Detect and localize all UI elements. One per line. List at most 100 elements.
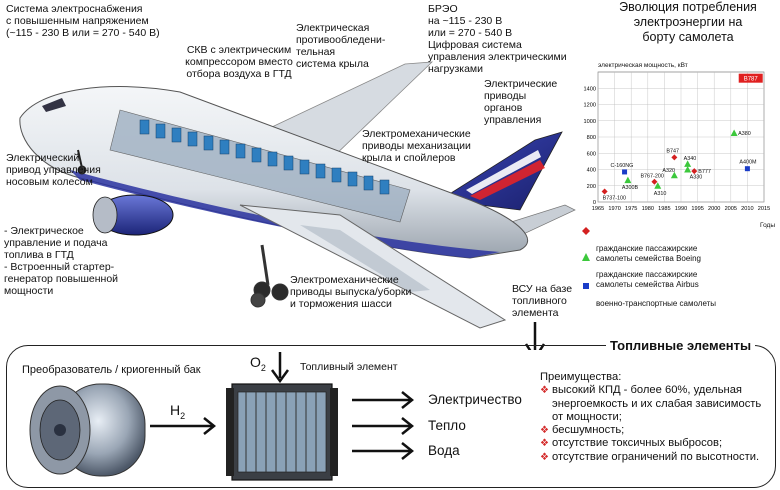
bullet-icon: ❖: [540, 385, 549, 397]
output-arrows: [352, 391, 415, 460]
converter-label: Преобразователь / криогенный бак: [22, 364, 201, 376]
h2-arrow-head: [203, 417, 217, 435]
cryo-tank-icon: [29, 383, 146, 477]
data-point-label: A340: [684, 156, 697, 162]
data-point-label: B777: [698, 169, 711, 175]
nose-gear: [77, 149, 87, 175]
label-fuel-control: - Электрическое управление и подача топл…: [4, 225, 119, 297]
x-tick-label: 1980: [642, 206, 654, 212]
x-tick-label: 1965: [592, 206, 604, 212]
main-landing-gear: [250, 244, 289, 308]
cockpit-window: [42, 98, 66, 112]
annotation-label: B787: [744, 77, 759, 83]
data-point-airbus: [624, 176, 632, 184]
bullet-icon: ❖: [540, 451, 549, 463]
data-point-airbus: [684, 166, 692, 173]
x-tick-label: 1990: [675, 206, 687, 212]
data-point-label: A380: [738, 131, 751, 137]
annotation-box: [738, 73, 763, 83]
data-point-boeing: [651, 178, 658, 185]
wing-flaps: [300, 225, 430, 292]
advantage-item: ❖отсутствие токсичных выбросов;: [540, 437, 772, 450]
chart-y-label: электрическая мощность, кВт: [598, 62, 688, 69]
data-point-airbus: [670, 171, 678, 179]
fuel-element-label: Топливный элемент: [300, 361, 398, 373]
legend-boeing: гражданские пассажирские самолеты семейс…: [582, 225, 701, 263]
data-point-label: B767-200: [640, 174, 663, 180]
chart-grid: [597, 71, 765, 203]
label-nose-wheel: Электрический привод управления носовым …: [6, 152, 101, 188]
advantage-text: отсутствие токсичных выбросов;: [552, 437, 723, 450]
advantage-text: бесшумность;: [552, 424, 625, 437]
data-point-label: A300B: [622, 185, 639, 191]
advantage-item: ❖высокий КПД - более 60%, удельная энерг…: [540, 384, 772, 424]
advantage-text: высокий КПД - более 60%, удельная энерго…: [552, 384, 762, 423]
data-point-military: [622, 169, 628, 175]
data-point-label: A400M: [739, 160, 757, 166]
o2-text: O: [250, 354, 261, 370]
x-tick-label: 1995: [691, 206, 703, 212]
data-point-label: C-160NG: [611, 163, 634, 169]
legend-boeing-label: гражданские пассажирские самолеты семейс…: [596, 244, 701, 263]
x-tick-label: 1970: [608, 206, 620, 212]
label-wing-anti-ice: Электрическая противообледени- тельная с…: [296, 22, 386, 70]
y-tick-label: 200: [587, 184, 596, 190]
label-gear-drives: Электромеханические приводы выпуска/убор…: [290, 274, 412, 310]
label-control-surfaces: Электрические приводы органов управления: [484, 78, 558, 126]
y-tick-label: 1000: [584, 119, 596, 125]
legend-military-label: военно-транспортные самолеты: [596, 299, 717, 308]
x-tick-label: 2005: [725, 206, 737, 212]
chart-title: Эволюция потребления электроэнергии на б…: [619, 0, 757, 44]
label-avionics: БРЭО на ~115 - 230 В или = 270 - 540 В Ц…: [428, 3, 567, 75]
advantages-title: Преимущества:: [540, 371, 622, 383]
o2-label: O2: [250, 354, 266, 373]
x-tick-label: 2015: [758, 206, 770, 212]
data-point-military: [744, 166, 750, 172]
y-tick-label: 800: [587, 135, 596, 141]
fuel-cell-panel: [6, 345, 776, 488]
cabin-seats: [139, 119, 390, 195]
cabin-cutaway: [109, 109, 411, 223]
data-point-label: A320: [662, 168, 675, 174]
fuselage-stripe: [70, 170, 500, 258]
data-point-airbus: [730, 129, 738, 136]
legend-airbus-label: гражданские пассажирские самолеты семейс…: [596, 270, 699, 289]
data-point-airbus: [654, 182, 662, 189]
engine-intake: [92, 196, 118, 234]
x-tick-label: 1985: [658, 206, 670, 212]
y-tick-label: 1400: [584, 86, 596, 92]
data-point-label: B737-100: [603, 195, 626, 201]
advantage-text: отсутствие ограничений по высотности.: [552, 450, 760, 463]
aircraft-illustration: [19, 61, 576, 350]
label-power-system: Система электроснабжения с повышенным на…: [6, 3, 160, 39]
bullet-icon: ❖: [540, 425, 549, 437]
y-tick-label: 400: [587, 168, 596, 174]
o2-arrow-head: [270, 369, 290, 384]
data-point-label: A310: [654, 191, 667, 197]
h2-label: H2: [170, 402, 185, 421]
data-point-boeing: [691, 168, 698, 175]
data-point-airbus: [684, 160, 692, 167]
output-water: Вода: [428, 443, 460, 458]
tail-stripe-red: [470, 160, 545, 200]
y-tick-label: 1200: [584, 103, 596, 109]
label-wing-mechanization: Электромеханические приводы механизации …: [362, 128, 471, 164]
y-tick-label: 600: [587, 151, 596, 157]
label-ecs: СКВ с электрическим компрессором вместо …: [185, 44, 293, 80]
advantage-item: ❖бесшумность;: [540, 424, 772, 437]
legend-diamond-icon: [582, 227, 590, 235]
fuel-cell-title: Топливные элементы: [606, 338, 756, 353]
x-tick-label: 1975: [625, 206, 637, 212]
legend-triangle-icon: [582, 253, 590, 261]
data-point-label: B747: [666, 148, 679, 154]
advantages-list: Преимущества: ❖высокий КПД - более 60%, …: [540, 371, 772, 464]
output-electricity: Электричество: [428, 392, 522, 407]
data-point-boeing: [601, 188, 608, 195]
apu-arrow-head: [524, 343, 546, 350]
advantage-item: ❖отсутствие ограничений по высотности.: [540, 451, 772, 464]
chart-points: B737-100B767-200B747B777A300BA310A320A33…: [601, 73, 763, 201]
bullet-icon: ❖: [540, 438, 549, 450]
